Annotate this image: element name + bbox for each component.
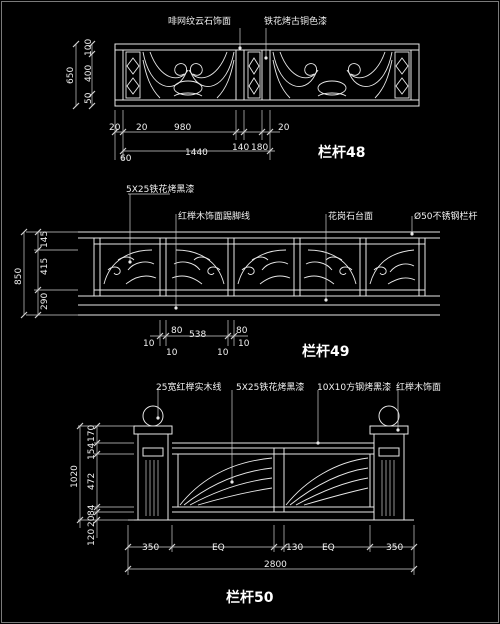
r49-label-wood: 红榉木饰面踢脚线 [178,210,250,222]
r49-hdim-80a: 80 [171,326,183,336]
r48-diamond-mid-left [247,51,261,99]
r48-label-stone: 啡网纹云石饰面 [168,15,231,27]
r48-center-post [235,49,245,101]
r50-title: 栏杆50 [226,589,274,606]
r48-hdim-180: 180 [251,143,268,153]
r49-label-steel: Ø50不锈钢栏杆 [414,210,478,222]
r48-htotal: 1440 [185,148,208,158]
railing-49-elevation: 5X25铁花烤黑漆 红榉木饰面踢脚线 花岗石台面 Ø50不锈钢栏杆 145 41… [14,183,478,360]
r50-post-left-panel [142,447,164,457]
r50-vdim-154: 154 [87,443,97,460]
r48-scroll-panel-right [272,51,393,99]
r48-scroll-panel-left [142,51,235,99]
r48-hdim-20c: 20 [278,123,290,133]
r50-label-tube: 10X10方钢烤黑漆 [317,381,391,393]
r49-label-iron: 5X25铁花烤黑漆 [126,183,194,195]
r49-vdim-415: 415 [40,258,50,275]
r48-hdim-20b: 20 [136,123,148,133]
r48-vtotal: 650 [66,67,76,84]
r50-vdim-170: 170 [87,425,97,442]
r49-vdim-145: 145 [40,231,50,248]
r48-vdim-50: 50 [84,92,94,104]
r48-hdim-140: 140 [232,143,249,153]
railing-48-elevation: 啡网纹云石饰面 铁花烤古铜色漆 100 400 50 650 20 20 980… [66,15,420,164]
r50-vdim-20: 20 [87,515,97,527]
r50-htotal: 2800 [264,560,287,570]
r49-title: 栏杆49 [302,343,349,360]
r50-fan-right [285,457,369,506]
r49-label-granite: 花岗石台面 [328,210,373,222]
r49-hdim-10a: 10 [143,339,155,349]
r48-hdim-980: 980 [174,123,191,133]
r50-vdim-84: 84 [87,504,97,516]
r49-hdim-10b: 10 [166,348,178,358]
r48-diamond-left [125,51,141,99]
r49-hdim-538: 538 [189,330,206,340]
r49-vdim-290: 290 [40,293,50,310]
r50-vtotal: 1020 [70,465,80,488]
r50-hdim-eq-left: EQ [212,543,225,553]
r49-hdim-10c: 10 [217,348,229,358]
r50-hdim-350a: 350 [142,543,159,553]
r50-label-post: 红榉木饰面 [396,381,441,393]
r50-mid-post [273,447,285,513]
r48-label-iron: 铁花烤古铜色漆 [264,15,327,27]
r49-scroll-3 [237,249,291,285]
r50-hdim-130: 130 [286,543,303,553]
railing-50-elevation: 25宽红榉实木线 5X25铁花烤黑漆 10X10方钢烤黑漆 红榉木饰面 170 … [70,381,441,606]
r49-scroll-2 [171,249,225,285]
r48-title: 栏杆48 [318,144,365,161]
r48-stone-leader-dot [238,46,242,50]
r48-htotal-left: 60 [120,154,132,164]
r49-hdim-10d: 10 [238,339,250,349]
r49-hdim-80b: 80 [236,326,248,336]
r50-hdim-eq-right: EQ [322,543,335,553]
r48-vdim-100: 100 [84,39,94,56]
r48-hdim-20a: 20 [109,123,121,133]
r48-vdim-400: 400 [84,65,94,82]
r50-post-right-panel [378,447,400,457]
r49-scroll-5 [369,249,416,285]
r49-scroll-1 [103,249,157,285]
r48-diamond-right [394,51,410,99]
r49-scroll-4 [303,249,357,285]
r50-hdim-350b: 350 [386,543,403,553]
r50-label-iron: 5X25铁花烤黑漆 [236,381,304,393]
r48-iron-leader-dot [264,56,268,60]
r50-vdim-472: 472 [87,473,97,490]
r50-vdim-120: 120 [87,529,97,546]
r50-fan-left [179,457,273,506]
r50-label-ball: 25宽红榉实木线 [156,381,221,393]
r49-vtotal: 850 [14,268,24,285]
